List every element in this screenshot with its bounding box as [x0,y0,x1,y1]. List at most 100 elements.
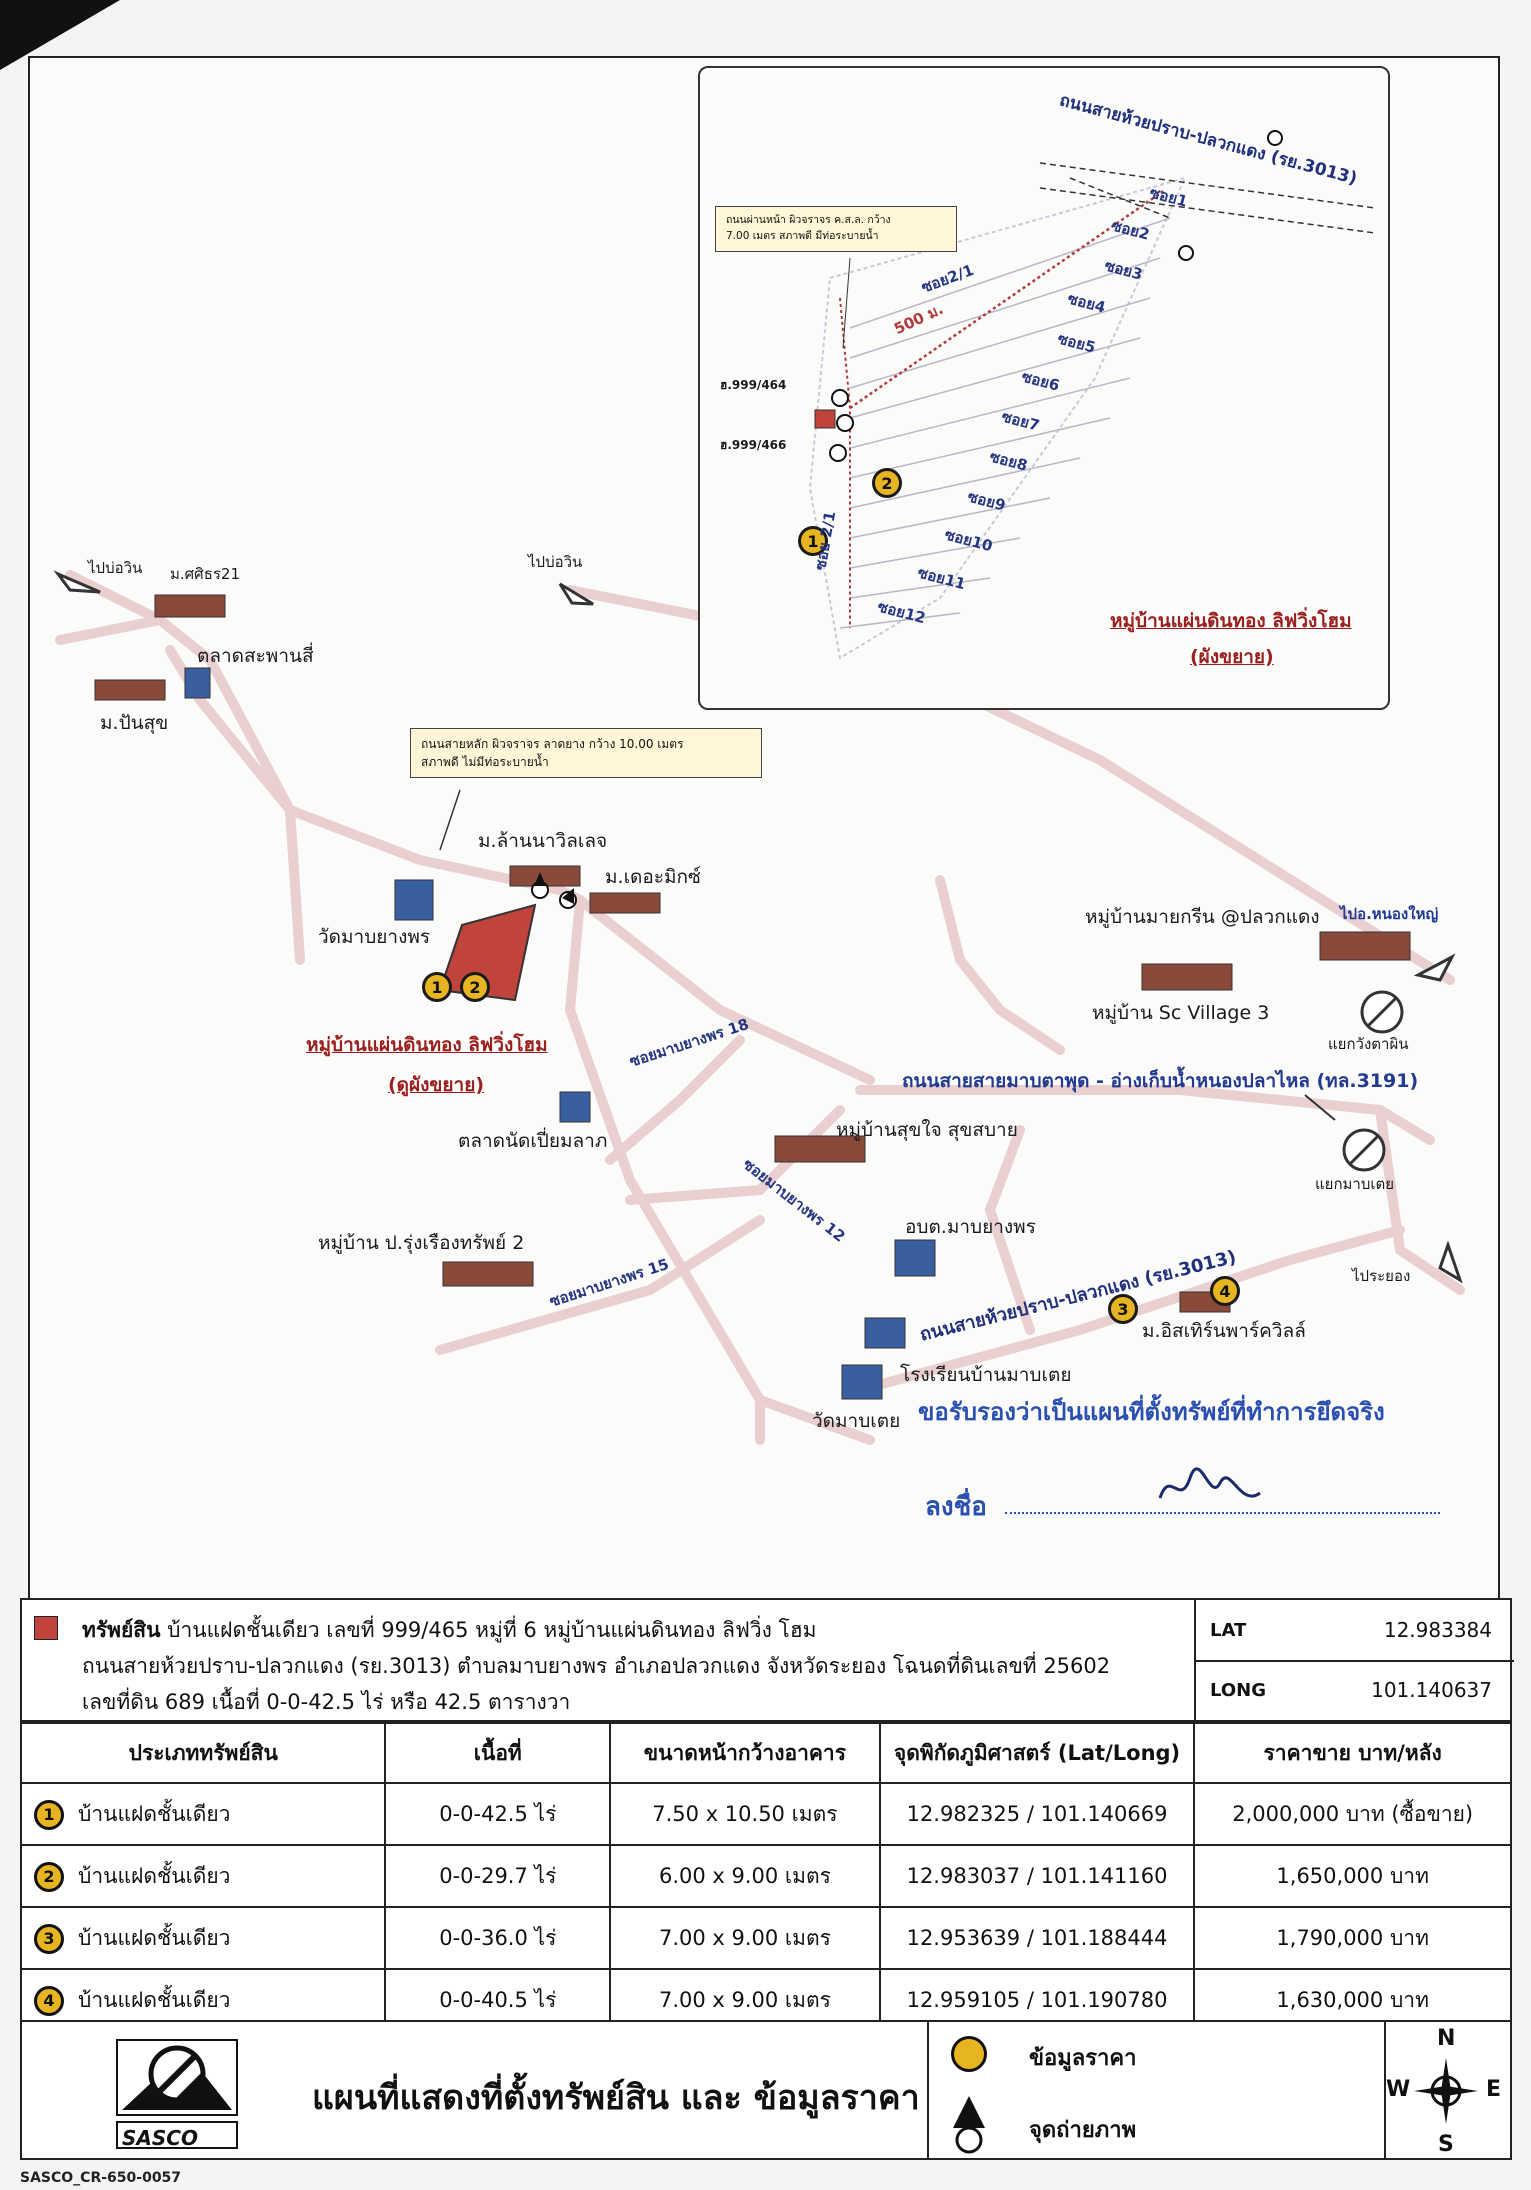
lat-label: LAT [1210,1619,1247,1641]
label-temple-mabtoei: วัดมาบเตย [812,1410,901,1432]
label-to-nong-yai: ไปอ.หนองใหญ่ [1340,905,1439,923]
certification-text: ขอรับรองว่าเป็นแผนที่ตั้งทรัพย์ที่ทำการย… [918,1398,1385,1426]
row3-price: 1,790,000 บาท [1193,1906,1512,1970]
row3-type-text: บ้านแฝดชั้นเดียว [78,1925,231,1950]
road-3191 [855,1085,1435,1145]
legend-photo-label: จุดถ่ายภาพ [1029,2118,1137,2143]
note-main-road-line1: ถนนสายหลัก ผิวจราจร ลาดยาง กว้าง 10.00 เ… [421,737,684,751]
label-village-eastern: ม.อิสเทิร์นพาร์ควิลล์ [1142,1320,1306,1342]
row2-number: 2 [34,1861,64,1892]
label-junction-kwangtaphin: แยกวังตาผิน [1328,1035,1409,1053]
label-project-name: หมู่บ้านแผ่นดินทอง ลิฟวิ่งโฮม [306,1034,548,1056]
row1-number: 1 [34,1799,64,1830]
lat-row: LAT 12.983384 [1196,1600,1514,1662]
row1-coord: 12.982325 / 101.140669 [878,1782,1196,1846]
row2-area: 0-0-29.7 ไร่ [384,1844,612,1908]
note-main-road: ถนนสายหลัก ผิวจราจร ลาดยาง กว้าง 10.00 เ… [410,728,762,778]
lat-value: 12.983384 [1383,1618,1492,1642]
label-village-rungrueang: หมู่บ้าน ป.รุ่งเรืองทรัพย์ 2 [318,1232,525,1254]
inset-plot-a: ฮ.999/464 [720,378,787,392]
sasco-logo-text: SASCO [122,2126,198,2150]
label-obt: อบต.มาบยางพร [905,1216,1036,1238]
label-project-sub: (ดูผังขยาย) [388,1074,485,1096]
long-row: LONG 101.140637 [1196,1660,1514,1720]
note-main-road-line2: สภาพดี ไม่มีท่อระบายน้ำ [421,755,549,769]
inset-marker-2[interactable]: 2 [872,468,902,498]
compass-n: N [1437,2026,1456,2051]
row1-type-text: บ้านแฝดชั้นเดียว [78,1801,231,1826]
label-village-thekhamik: ม.เดอะมิกซ์ [605,866,701,888]
inset-marker-1-label: 1 [807,531,819,551]
label-junction-mabtoei: แยกมาบเตย [1315,1175,1395,1193]
compass-s: S [1438,2132,1454,2157]
row1-price: 2,000,000 บาท (ซื้อขาย) [1193,1782,1512,1846]
header-size: ขนาดหน้ากว้างอาคาร [609,1722,881,1784]
label-village-suksabai: หมู่บ้านสุขใจ สุขสบาย [836,1119,1018,1141]
legend-price-icon [951,2036,987,2072]
marker-1-label: 1 [431,977,443,997]
property-coordinates: LAT 12.983384 LONG 101.140637 [1194,1600,1514,1720]
label-to-rayong: ไประยอง [1352,1267,1411,1285]
header-coord: จุดพิกัดภูมิศาสตร์ (Lat/Long) [878,1722,1196,1784]
header-area: เนื้อที่ [384,1722,612,1784]
inset-note-line1: ถนนผ่านหน้า ผิวจราจร ค.ส.ล. กว้าง [726,214,891,226]
footer: SASCO แผนที่แสดงที่ตั้งทรัพย์สิน และ ข้อ… [20,2020,1512,2160]
footer-legend: ข้อมูลราคา จุดถ่ายภาพ [927,2022,1386,2158]
signature-line [1005,1512,1440,1514]
inset-plot-b: ฮ.999/466 [720,438,787,452]
row4-type-text: บ้านแฝดชั้นเดียว [78,1987,231,2012]
direction-arrows [53,570,1463,1284]
row1-size: 7.50 x 10.50 เมตร [609,1782,881,1846]
property-line1: ทรัพย์สิน บ้านแฝดชั้นเดียว เลขที่ 999/46… [82,1614,817,1647]
row2-price: 1,650,000 บาท [1193,1844,1512,1908]
label-temple-mabyangphon: วัดมาบยางพร [318,926,431,948]
legend-photo-icon [953,2096,985,2154]
row3-size: 7.00 x 9.00 เมตร [609,1906,881,1970]
inset-note: ถนนผ่านหน้า ผิวจราจร ค.ส.ล. กว้าง 7.00 เ… [715,206,957,252]
label-market-natpiamlap: ตลาดนัดเปี่ยมลาภ [458,1130,608,1152]
property-line1-text: บ้านแฝดชั้นเดียว เลขที่ 999/465 หมู่ที่ … [167,1618,817,1642]
table-header-row: ประเภททรัพย์สิน เนื้อที่ ขนาดหน้ากว้างอา… [19,1722,1512,1784]
marker-3[interactable]: 3 [1108,1294,1138,1324]
inset-map: 1 2 ถนนสายห้วยปราบ-ปลวกแดง (รย.3013) ถนน… [698,66,1390,710]
row3-area: 0-0-36.0 ไร่ [384,1906,612,1970]
footer-title: แผนที่แสดงที่ตั้งทรัพย์สิน และ ข้อมูลราค… [312,2078,920,2118]
compass-e: E [1486,2077,1502,2102]
marker-2-label: 2 [469,977,481,997]
header-type: ประเภททรัพย์สิน [19,1722,387,1784]
label-school-mabtoei: โรงเรียนบ้านมาบเตย [900,1364,1072,1386]
row1-area: 0-0-42.5 ไร่ [384,1782,612,1846]
label-village-scvillage: หมู่บ้าน Sc Village 3 [1092,1002,1270,1024]
long-value: 101.140637 [1371,1678,1492,1702]
signature-label: ลงชื่อ [925,1492,987,1522]
sasco-logo [116,2039,238,2149]
row4-number: 4 [34,1985,64,2016]
marker-2[interactable]: 2 [460,972,490,1002]
row2-coord: 12.983037 / 101.141160 [878,1844,1196,1908]
label-road-3191: ถนนสายสายมาบตาพุด - อ่างเก็บน้ำหนองปลาไห… [902,1070,1419,1092]
compass-icon [1414,2058,1478,2124]
label-village-pansuk: ม.ปันสุข [100,712,169,734]
row3-coord: 12.953639 / 101.188444 [878,1906,1196,1970]
marker-3-label: 3 [1117,1299,1129,1319]
inset-title: หมู่บ้านแผ่นดินทอง ลิฟวิ่งโฮม [1110,610,1352,632]
inset-drawing [808,130,1376,660]
property-info: ทรัพย์สิน บ้านแฝดชั้นเดียว เลขที่ 999/46… [20,1598,1514,1722]
property-legend-label: ทรัพย์สิน [82,1618,161,1642]
property-line3: เลขที่ดิน 689 เนื้อที่ 0-0-42.5 ไร่ หรือ… [82,1690,571,1714]
inset-marker-1[interactable]: 1 [798,526,828,556]
compass-w: W [1386,2077,1411,2102]
row2-size: 6.00 x 9.00 เมตร [609,1844,881,1908]
row3-number: 3 [34,1923,64,1954]
label-village-lannawilleng: ม.ล้านนาวิลเลจ [478,830,608,852]
property-legend-swatch [34,1616,58,1640]
marker-1[interactable]: 1 [422,972,452,1002]
label-village-maigreen: หมู่บ้านมายกรีน @ปลวกแดง [1085,906,1320,928]
marker-4[interactable]: 4 [1210,1276,1240,1306]
property-line2: ถนนสายห้วยปราบ-ปลวกแดง (รย.3013) ตำบลมาบ… [82,1654,1111,1678]
signature-scribble [1158,1467,1261,1499]
label-market-saphansi: ตลาดสะพานสี่ [197,645,314,667]
document-code: SASCO_CR-650-0057 [20,2170,182,2186]
